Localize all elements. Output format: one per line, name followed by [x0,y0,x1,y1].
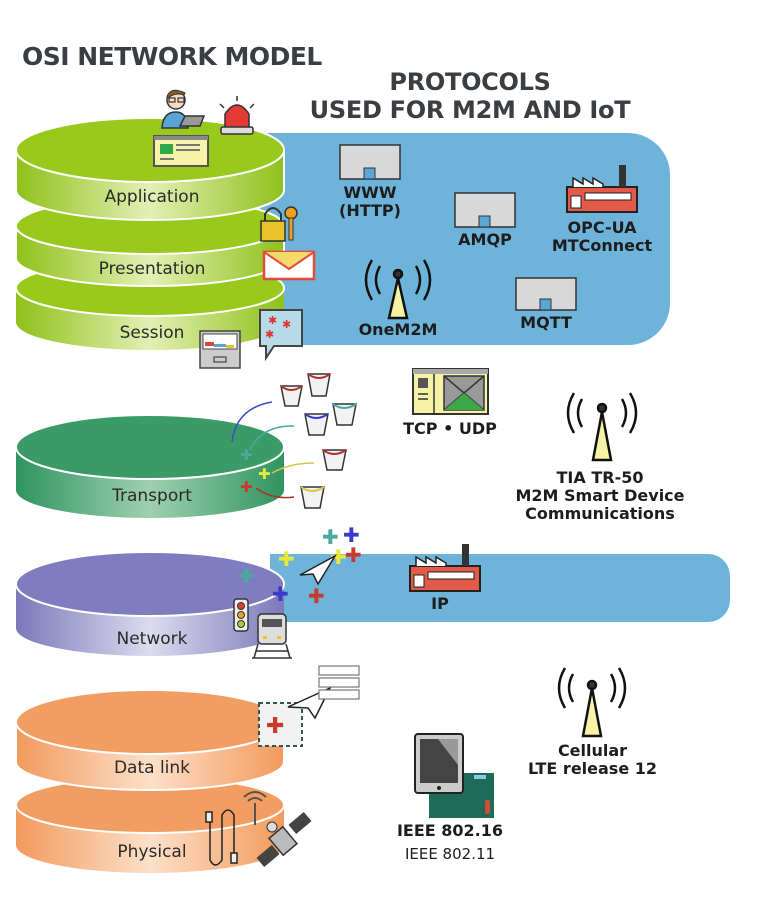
protocol-cellular: Cellular LTE release 12 [515,742,670,778]
window-icon [412,368,489,415]
alarm-light-icon [219,96,255,135]
paper-plane-icon [299,554,338,586]
svg-text:✚: ✚ [240,446,253,464]
protocol-mtconnect-label: MTConnect [551,236,653,255]
envelope-icon [262,250,316,281]
protocol-tcp-udp: TCP • UDP [403,419,497,438]
protocol-opc-ua-label: OPC-UA [567,218,637,237]
protocol-http-label: (HTTP) [339,201,401,220]
train-icon [252,613,292,659]
radio-tower-icon-tia [566,392,638,462]
svg-text:✚: ✚ [240,478,253,496]
protocol-onem2m: OneM2M [358,320,438,339]
protocol-cellular-line1: Cellular [557,741,628,760]
developer-icon [161,89,206,129]
protocol-opc: OPC-UA MTConnect [542,219,662,255]
traffic-light-icon [233,598,249,632]
layer-label-data-link: Data link [113,758,191,778]
protocols-title-line1: PROTOCOLS [389,68,551,96]
radio-tower-icon-cellular [557,667,627,738]
layer-label-transport: Transport [112,486,192,506]
protocol-ieee-80211: IEEE 802.11 [404,845,496,863]
protocol-amqp: AMQP [458,230,512,249]
chat-bubble-icon: ✱ ✱ ✱ [259,309,303,362]
browser-window-icon [153,135,209,167]
layer-label-presentation: Presentation [98,259,206,279]
puzzle-pieces-icon: ✚ ✚ ✚ [240,446,271,496]
transport-arrows [231,401,315,499]
protocol-ieee-80216: IEEE 802.16 [396,821,504,840]
svg-text:✚: ✚ [266,714,284,739]
svg-text:✚: ✚ [308,584,325,608]
network-protocols-panel [270,554,730,622]
building-icon-mqtt [515,277,577,311]
svg-text:✱: ✱ [265,328,274,341]
svg-text:✱: ✱ [268,314,277,327]
radio-tower-icon-onem2m [364,259,432,320]
factory-icon-ip [409,544,481,592]
layer-disc-data-link [15,689,285,791]
layer-disc-network [15,551,285,656]
buckets-icon [280,373,357,509]
protocols-title: PROTOCOLS USED FOR M2M AND IoT [290,68,650,124]
protocol-mqtt: MQTT [520,313,572,332]
protocol-tia-line3: Communications [525,504,675,523]
framed-puzzle-icon: ✚ [258,702,303,747]
protocol-tia-line2: M2M Smart Device [515,486,685,505]
layer-disc-transport [15,414,285,518]
protocol-ip: IP [431,594,449,613]
server-rack-icon [318,665,360,700]
layer-label-session: Session [119,323,185,343]
layer-label-application: Application [104,187,200,207]
file-drawer-icon [199,330,241,369]
svg-text:✚: ✚ [238,564,255,588]
factory-icon-opc [566,165,638,213]
protocol-tia: TIA TR-50 M2M Smart Device Communication… [505,469,695,523]
protocols-title-line2: USED FOR M2M AND IoT [309,96,631,124]
layer-label-network: Network [116,629,188,649]
protocol-www-label: WWW [343,183,397,202]
svg-text:✱: ✱ [282,318,291,331]
protocol-tia-line1: TIA TR-50 [556,468,644,487]
osi-model-title: OSI NETWORK MODEL [22,42,322,71]
layer-disc-application [15,117,285,221]
cables-icon [205,809,238,866]
building-icon-amqp [454,192,516,228]
building-icon-www [339,144,401,180]
puzzle-cluster-icon: ✚ ✚ ✚ ✚ ✚ ✚ ✚ ✚ [238,523,362,608]
protocol-www: WWW (HTTP) [330,184,410,220]
satellite-icon [256,811,312,868]
tablet-board-icon [414,733,494,818]
layer-label-physical: Physical [117,842,187,862]
svg-text:✚: ✚ [278,547,295,571]
padlock-key-icon [260,206,298,242]
svg-text:✚: ✚ [343,523,360,547]
wifi-antenna-icon [243,791,267,825]
svg-text:✚: ✚ [258,465,271,483]
layer-disc-physical [15,776,285,873]
svg-text:✚: ✚ [345,543,362,567]
svg-text:✚: ✚ [330,545,347,569]
svg-text:✚: ✚ [322,525,339,549]
protocol-cellular-line2: LTE release 12 [527,759,658,778]
upper-protocols-panel [260,133,670,345]
svg-text:✚: ✚ [272,582,289,606]
